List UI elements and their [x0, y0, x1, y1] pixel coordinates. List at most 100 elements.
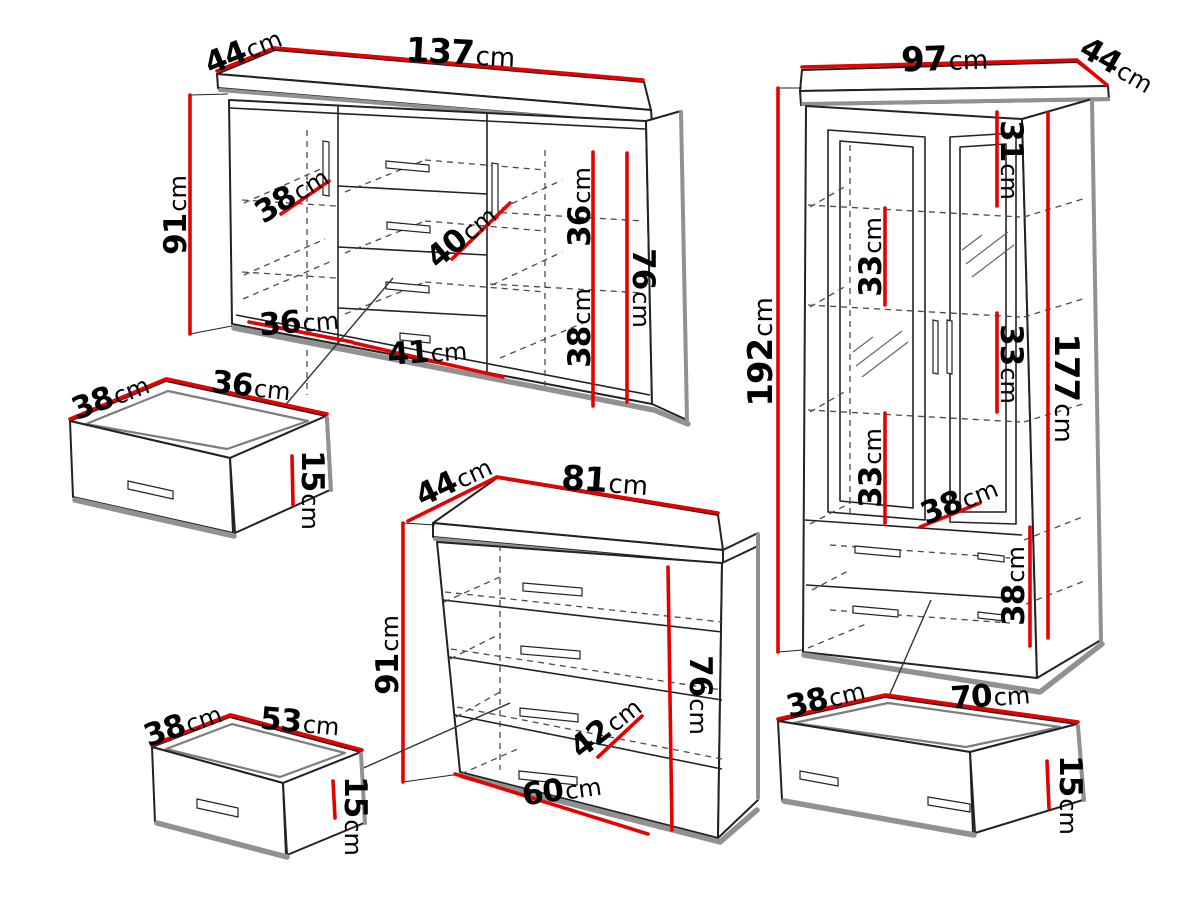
- sideboard-shelf-width-line: [279, 179, 331, 216]
- cabinet-extension-ticks: [777, 87, 804, 653]
- sideboard-right-upper-label: 36cm: [562, 167, 598, 247]
- small-drawer-handle: [127, 480, 174, 500]
- sideboard-interior-height-label: 76cm: [625, 248, 661, 328]
- sideboard-drawer-handle: [399, 332, 431, 344]
- sideboard-dimension-lines: [188, 46, 645, 408]
- cabinet-shelf-depth-line: [918, 501, 982, 529]
- dashed-line: [489, 211, 645, 294]
- medium-drawer-height-line: [331, 779, 337, 820]
- medium-drawer-drawing: 38cm 53cm 15cm: [139, 700, 373, 860]
- sideboard-drawing: 44cm 137cm 91cm 38cm 40cm 36cm 41cm 36cm…: [158, 25, 691, 501]
- chest-interior-height-line: [666, 565, 674, 832]
- chest-bottom-width-line: [453, 772, 650, 836]
- large-drawer-height-label: 15cm: [1052, 755, 1088, 835]
- dashed-line: [243, 166, 326, 204]
- large-drawer-drawing: 38cm 70cm 15cm: [776, 675, 1088, 838]
- cabinet-mid-right-label: 33cm: [993, 324, 1029, 404]
- large-drawer-bottom-shadow: [781, 798, 977, 838]
- sideboard-bottom-drawer-width-label: 41cm: [386, 331, 468, 372]
- sideboard-right-lower-label: 38cm: [562, 288, 598, 368]
- cabinet-bottom-shadow: [801, 641, 1105, 695]
- sideboard-width-label: 137cm: [405, 30, 517, 76]
- large-drawer-width-line: [884, 693, 1080, 724]
- medium-drawer-depth-line: [150, 713, 232, 747]
- cabinet-dimension-lines: [776, 58, 1109, 654]
- cabinet-drawer-handle: [977, 611, 1005, 622]
- dashed-line: [241, 199, 337, 207]
- cabinet-depth-line: [1076, 59, 1109, 87]
- large-drawer-handle: [927, 796, 971, 813]
- dashed-line: [241, 271, 337, 279]
- small-drawer-depth-line: [68, 377, 168, 421]
- chest-depth-line: [406, 475, 499, 523]
- cabinet-top-section-label: 31cm: [993, 120, 1029, 200]
- cabinet-right-door-glass: [959, 143, 1007, 513]
- cabinet-door-handle: [932, 319, 939, 375]
- sideboard-drawer-width-line: [450, 201, 512, 261]
- sideboard-bottom-drawer-width-line: [352, 341, 505, 379]
- chest-bottom-shadow: [459, 773, 760, 845]
- cabinet-width-label: 97cm: [900, 38, 988, 81]
- sideboard-extension-ticks: [189, 93, 233, 335]
- glass-reflection: [961, 231, 1015, 278]
- small-drawer-drawing: 38cm 36cm 15cm: [67, 364, 333, 539]
- sideboard-top-rail: [229, 107, 646, 130]
- cabinet-door-handle: [946, 319, 953, 375]
- glass-reflection: [852, 330, 909, 378]
- sideboard-bottom-shadow: [231, 325, 691, 427]
- large-drawer-handle: [799, 770, 839, 787]
- chest-width-line: [495, 475, 720, 515]
- dashed-line: [443, 576, 521, 775]
- chest-drawer-handle: [519, 707, 579, 723]
- chest-height-label: 91cm: [370, 615, 406, 695]
- sideboard-drawer-dividers: [337, 185, 488, 317]
- small-drawer-inner-rim: [84, 389, 310, 451]
- chest-extension-ticks: [402, 522, 461, 783]
- cabinet-drawer-handle: [852, 605, 899, 618]
- large-drawer-width-label: 70cm: [949, 675, 1031, 716]
- chest-drawer-width-line: [596, 714, 644, 759]
- large-drawer-height-line: [1045, 759, 1051, 810]
- cabinet-drawer-dividers: [804, 519, 1023, 600]
- cabinet-left-door-glass: [839, 140, 914, 509]
- small-drawer-width-line: [165, 377, 329, 416]
- sideboard-plinth-line: [235, 314, 651, 396]
- sideboard-drawer-handle: [386, 221, 431, 234]
- small-drawer-dimension-lines: [68, 377, 329, 507]
- chest-interior-height-label: 76cm: [682, 655, 718, 735]
- chest-drawer-handle: [518, 770, 578, 786]
- small-drawer-width-label: 36cm: [210, 364, 293, 408]
- large-drawer-depth-line: [776, 693, 887, 721]
- small-drawer-height-label: 15cm: [294, 450, 330, 530]
- small-drawer-bottom-shadow: [72, 497, 237, 539]
- cabinet-drawer-handle: [854, 545, 901, 558]
- cabinet-back-edge-shadow: [1090, 98, 1103, 642]
- cabinet-height-label: 192cm: [741, 297, 781, 407]
- medium-drawer-height-label: 15cm: [337, 776, 373, 856]
- sideboard-door-width-line: [247, 320, 354, 344]
- chest-interior-dashed-lines: [443, 545, 723, 775]
- sideboard-width-line: [273, 46, 645, 82]
- cabinet-interior-dashed-lines: [807, 145, 1088, 649]
- small-drawer-back-shadow: [325, 416, 333, 492]
- chest-drawer-handle: [520, 645, 581, 660]
- dashed-line: [807, 204, 1021, 423]
- dashed-line: [807, 501, 867, 649]
- sideboard-back-edge-shadow: [679, 110, 689, 422]
- sideboard-drawer-handle: [385, 160, 430, 173]
- cabinet-slab-shadow: [801, 97, 1110, 106]
- sideboard-right-door-handle: [491, 162, 499, 219]
- medium-drawer-inner-rim: [164, 722, 347, 779]
- dashed-line: [242, 260, 333, 300]
- cabinet-lower-section-label: 33cm: [853, 428, 889, 508]
- cabinet-left-door: [827, 129, 926, 521]
- large-drawer-back-shadow: [1076, 724, 1086, 802]
- medium-drawer-width-label: 53cm: [259, 701, 342, 744]
- display-cabinet-drawing: 97cm 44cm 192cm 31cm 33cm 33cm 33cm 38cm…: [741, 30, 1158, 789]
- cabinet-interior-height-label: 177cm: [1046, 333, 1086, 443]
- cabinet-glass-hatch: [852, 231, 1015, 378]
- large-drawer-dimension-lines: [776, 693, 1080, 810]
- medium-drawer-handle: [196, 798, 239, 818]
- medium-drawer-back-shadow: [359, 752, 367, 825]
